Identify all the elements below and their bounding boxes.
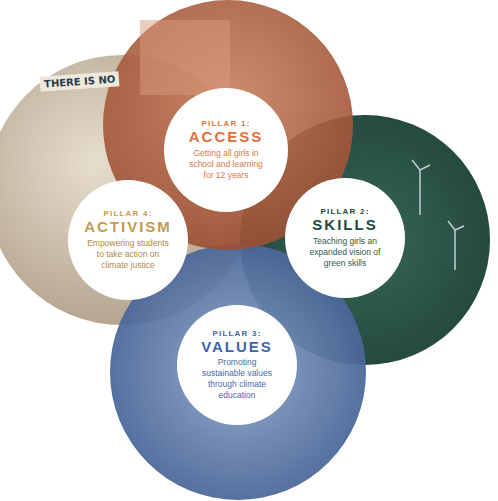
skills-circle: PILLAR 2:SKILLS Teaching girls an expande… <box>285 178 405 298</box>
pillar-title: ACTIVISM <box>84 219 172 236</box>
pillar-description: Empowering students to take action on cl… <box>86 238 170 271</box>
pillar-title: VALUES <box>201 339 273 356</box>
board-shape <box>140 20 230 95</box>
pillar-number: PILLAR 4: <box>103 209 152 218</box>
pillar-description: Getting all girls in school and learning… <box>184 148 268 181</box>
pillar-number: PILLAR 2: <box>320 207 369 216</box>
pillar-description: Teaching girls an expanded vision of gre… <box>303 236 387 269</box>
pillar-title: SKILLS <box>312 217 377 234</box>
wind-turbines <box>412 160 464 270</box>
pillar-description: Promoting sustainable values through cli… <box>195 357 279 401</box>
access-circle: PILLAR 1:ACCESS Getting all girls in scho… <box>164 88 288 212</box>
activism-circle: PILLAR 4:ACTIVISM Empowering students to … <box>68 180 188 300</box>
pillar-title: ACCESS <box>189 129 264 146</box>
values-circle: PILLAR 3:VALUESPromoting sustainable val… <box>177 305 297 425</box>
pillar-number: PILLAR 1: <box>201 119 250 128</box>
pillar-number: PILLAR 3: <box>212 329 261 338</box>
